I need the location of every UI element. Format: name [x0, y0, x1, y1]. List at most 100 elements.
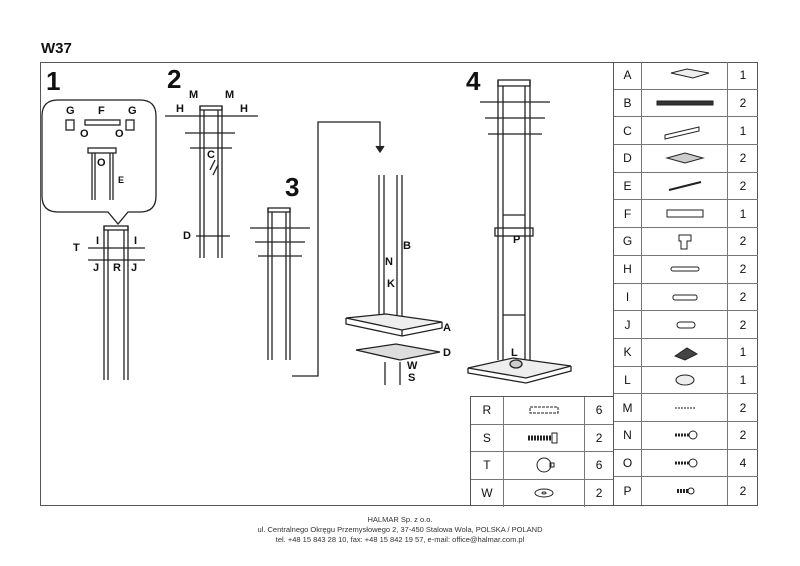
part-letter: O — [622, 455, 633, 470]
part-letter: S — [482, 430, 491, 445]
part-letter: A — [623, 68, 632, 83]
label-j: J — [93, 262, 100, 274]
part-letter: W — [481, 486, 493, 501]
part-quantity: 2 — [595, 486, 603, 501]
top-bar-icon — [641, 200, 728, 228]
part-letter: L — [624, 372, 631, 387]
label-i: I — [96, 235, 100, 247]
part-letter: M — [622, 400, 633, 415]
part-quantity: 4 — [739, 455, 747, 470]
part-row-m: M 2 — [614, 394, 758, 422]
part-letter: H — [623, 262, 632, 277]
part-row-e: E 2 — [614, 172, 758, 201]
part-quantity: 1 — [739, 68, 747, 83]
part-quantity: 2 — [595, 430, 603, 445]
label-m: M — [189, 89, 199, 101]
corner-cap-icon — [641, 228, 728, 255]
dowel-bolt-icon — [502, 397, 586, 424]
label-i: I — [134, 235, 138, 247]
washer-icon — [502, 479, 586, 507]
step-connector — [292, 121, 381, 377]
part-row-a: A 1 — [614, 62, 758, 90]
detail-callout — [41, 99, 157, 226]
part-row-g: G 2 — [614, 228, 758, 256]
part-row-l: L 1 — [614, 366, 758, 395]
screw-icon — [641, 421, 728, 449]
label-a: A — [443, 322, 451, 334]
part-letter: F — [623, 206, 632, 221]
label-s: S — [408, 372, 416, 384]
hook-medium-icon — [641, 283, 728, 311]
foot-pad-icon — [641, 366, 728, 394]
part-quantity: 2 — [739, 151, 747, 166]
label-k: K — [387, 278, 395, 290]
company-address: ul. Centralnego Okręgu Przemysłowego 2, … — [257, 525, 543, 534]
label-l: L — [511, 347, 518, 359]
label-f: F — [98, 105, 105, 117]
long-pole-icon — [641, 89, 728, 117]
hook-short-icon — [641, 311, 728, 338]
part-row-d: D 2 — [614, 145, 758, 173]
instruction-frame — [40, 62, 758, 506]
part-letter: N — [623, 428, 632, 443]
part-quantity: 2 — [739, 400, 747, 415]
step-number-2: 2 — [167, 64, 182, 94]
part-quantity: 2 — [739, 262, 747, 277]
part-letter: G — [622, 234, 633, 249]
part-quantity: 2 — [739, 179, 747, 194]
part-row-b: B 2 — [614, 89, 758, 118]
bracket-plate-icon — [641, 145, 728, 172]
part-quantity: 2 — [739, 234, 747, 249]
label-h: H — [176, 103, 184, 115]
company-name: HALMAR Sp. z o.o. — [367, 515, 433, 524]
label-m: M — [225, 89, 235, 101]
part-letter: T — [483, 458, 491, 473]
label-h: H — [240, 103, 248, 115]
step-number-1: 1 — [46, 66, 61, 96]
part-quantity: 2 — [739, 484, 747, 499]
part-row-c: C 1 — [614, 117, 758, 146]
part-quantity: 2 — [739, 96, 747, 111]
step-number-3: 3 — [285, 172, 300, 202]
part-row-p: P 2 — [614, 477, 758, 505]
mirror-panel-icon — [641, 117, 728, 145]
part-letter: C — [623, 123, 632, 138]
label-d: D — [443, 347, 451, 359]
label-r: R — [113, 262, 121, 274]
label-c: C — [207, 149, 215, 161]
hardware-row-t: T 6 — [471, 452, 613, 480]
small-screw-icon — [641, 394, 728, 421]
hardware-row-r: R 6 — [471, 397, 613, 425]
part-row-f: F 1 — [614, 200, 758, 229]
part-quantity: 2 — [739, 289, 747, 304]
part-letter: R — [482, 403, 492, 418]
part-row-o: O 4 — [614, 449, 758, 478]
label-g: G — [66, 105, 75, 117]
screw-icon — [641, 449, 728, 477]
label-o: O — [80, 128, 89, 140]
part-quantity: 1 — [739, 206, 747, 221]
rod-icon — [641, 172, 728, 200]
part-row-h: H 2 — [614, 255, 758, 284]
hardware-row-w: W 2 — [471, 479, 613, 507]
part-quantity: 1 — [739, 123, 747, 138]
footer: HALMAR Sp. z o.o. ul. Centralnego Okręgu… — [0, 515, 800, 545]
part-letter: E — [623, 179, 632, 194]
model-title: W37 — [41, 40, 72, 57]
part-quantity: 2 — [739, 428, 747, 443]
part-row-j: J 2 — [614, 311, 758, 339]
part-quantity: 6 — [595, 403, 603, 418]
base-plate-icon — [641, 62, 728, 89]
part-row-i: I 2 — [614, 283, 758, 312]
part-row-n: N 2 — [614, 421, 758, 450]
company-contact: tel. +48 15 843 28 10, fax: +48 15 842 1… — [275, 535, 525, 544]
part-quantity: 1 — [739, 345, 747, 360]
label-o: O — [115, 128, 124, 140]
label-o: O — [97, 157, 106, 169]
label-g: G — [128, 105, 137, 117]
label-d: D — [183, 230, 191, 242]
hardware-row-s: S 2 — [471, 424, 613, 452]
knob-icon — [502, 452, 586, 479]
